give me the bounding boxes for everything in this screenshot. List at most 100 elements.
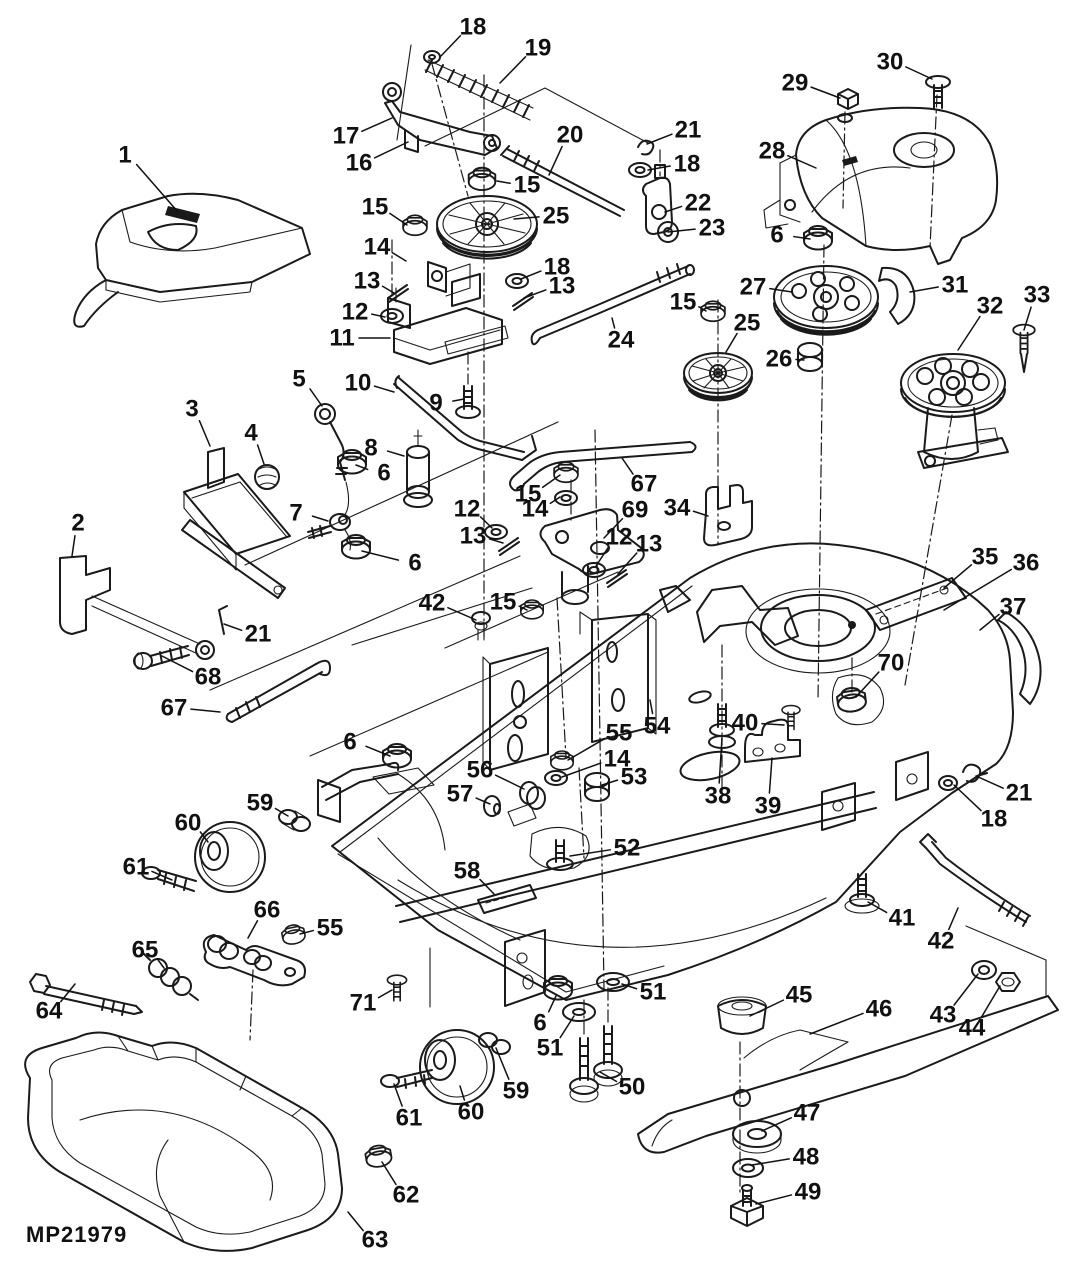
callout-leader-13-18 <box>523 289 547 299</box>
callout-leader-33-26 <box>1023 306 1032 331</box>
callout-leader-15-12 <box>389 212 408 226</box>
part-59-bushing-bottom <box>478 1032 511 1055</box>
part-8-standoff <box>403 429 433 508</box>
callout-leader-22-10 <box>664 205 683 213</box>
callout-leader-18-67 <box>953 784 982 812</box>
part-25-flat-idler-top <box>436 195 538 260</box>
callout-label-16-4: 16 <box>346 150 373 177</box>
callout-label-13-43: 13 <box>460 523 487 550</box>
callout-label-15-40: 15 <box>515 481 542 508</box>
callout-leader-6-39 <box>361 550 400 561</box>
part-60-gauge-wheel-left <box>194 821 266 893</box>
callout-label-55-86: 55 <box>317 915 344 942</box>
callout-leader-5-31 <box>309 388 323 407</box>
callout-leader-57-56 <box>475 797 491 805</box>
construction-lines <box>209 44 1047 1193</box>
callout-label-21-78: 21 <box>245 621 272 648</box>
callout-label-23-11: 23 <box>699 215 726 242</box>
callout-leader-51-92 <box>559 1015 575 1039</box>
callout-label-70-62: 70 <box>878 650 905 677</box>
callout-label-13-18: 13 <box>549 273 576 300</box>
callout-leader-15-49 <box>518 605 528 611</box>
callout-leader-14-13 <box>391 251 407 262</box>
part-52-bolt-boss <box>529 826 590 871</box>
part-54-baffle-bracket <box>579 611 657 743</box>
callout-label-45-72: 45 <box>786 982 813 1009</box>
callout-label-59-82: 59 <box>247 790 274 817</box>
part-42-bolt-left-target <box>471 611 491 641</box>
part-28-belt-cover <box>763 75 999 265</box>
callout-leader-18-7 <box>647 165 671 171</box>
part-42-lift-rod-right <box>919 833 1031 927</box>
callout-leader-9-33 <box>452 398 465 402</box>
callout-label-13-48: 13 <box>636 531 663 558</box>
callout-leader-18-1 <box>440 34 462 57</box>
part-21-pin-left <box>218 605 228 635</box>
part-61-bolt-left <box>141 866 197 892</box>
callout-label-55-52: 55 <box>606 720 633 747</box>
callout-leader-34-46 <box>692 510 709 517</box>
hardware-glyphs <box>279 162 833 1170</box>
part-34-bracket <box>703 484 753 547</box>
callout-label-11-16: 11 <box>329 325 354 352</box>
callout-leader-13-14 <box>381 285 395 294</box>
callout-label-19-2: 19 <box>525 35 552 62</box>
callout-label-66-85: 66 <box>254 897 281 924</box>
callout-label-4-35: 4 <box>244 420 258 447</box>
callout-label-9-33: 9 <box>429 390 442 417</box>
part-47-48-49-blade-hardware <box>730 1120 782 1227</box>
callout-leader-15-27 <box>698 305 707 312</box>
part-27-drive-sheave <box>773 265 879 336</box>
part-59-bushing-left <box>278 809 311 832</box>
callout-label-14-41: 14 <box>522 496 549 523</box>
callout-leader-20-5 <box>548 145 563 176</box>
callout-leader-65-87 <box>156 958 165 969</box>
callout-label-38-64: 38 <box>705 783 732 810</box>
part-deck-shell <box>331 542 1042 1001</box>
callout-label-39-65: 39 <box>755 793 782 820</box>
callout-leader-16-4 <box>373 141 409 159</box>
callout-leader-15-40 <box>541 474 561 489</box>
part-67-rod-left <box>225 659 331 723</box>
callout-leader-12-15 <box>371 313 386 318</box>
callout-leader-66-85 <box>247 920 259 939</box>
under-deck-hardware <box>562 972 630 1103</box>
callout-label-15-27: 15 <box>670 289 697 316</box>
callout-label-61-84: 61 <box>123 854 150 881</box>
callout-leader-55-86 <box>299 929 315 935</box>
callout-leader-1-0 <box>135 163 179 213</box>
callout-label-49-76: 49 <box>795 1179 822 1206</box>
callout-leader-13-48 <box>617 552 638 575</box>
callout-label-36-60: 36 <box>1013 550 1040 577</box>
callout-leader-21-6 <box>646 133 673 145</box>
callout-leader-18-17 <box>520 270 542 280</box>
callout-leader-8-36 <box>386 450 405 457</box>
callout-label-54-51: 54 <box>644 713 671 740</box>
callout-label-13-14: 13 <box>354 268 381 295</box>
callout-label-65-87: 65 <box>132 937 159 964</box>
part-63-discharge-chute <box>24 1031 343 1252</box>
part-left-hanger-straps <box>317 761 446 851</box>
callout-label-40-63: 40 <box>732 710 759 737</box>
callout-leader-61-96 <box>393 1083 403 1107</box>
callout-leader-36-60 <box>943 568 1013 611</box>
callout-leader-56-55 <box>494 774 525 790</box>
callout-leader-63-98 <box>347 1211 364 1232</box>
callout-leader-53-54 <box>601 779 619 786</box>
callout-leader-12-47 <box>595 546 610 567</box>
callout-leader-14-41 <box>549 496 561 505</box>
callout-leader-46-73 <box>809 1012 864 1035</box>
callout-label-12-15: 12 <box>342 299 369 326</box>
callout-leader-31-24 <box>909 286 939 293</box>
callout-label-3-34: 3 <box>185 396 198 423</box>
callout-leader-38-64 <box>718 737 723 784</box>
callout-label-25-9: 25 <box>543 203 570 230</box>
callout-label-46-73: 46 <box>866 996 893 1023</box>
callout-leader-10-32 <box>373 385 395 393</box>
part-21-cotter-right <box>938 763 988 791</box>
callout-label-59-94: 59 <box>503 1078 530 1105</box>
callout-label-24-30: 24 <box>608 327 635 354</box>
callout-label-18-17: 18 <box>544 254 571 281</box>
